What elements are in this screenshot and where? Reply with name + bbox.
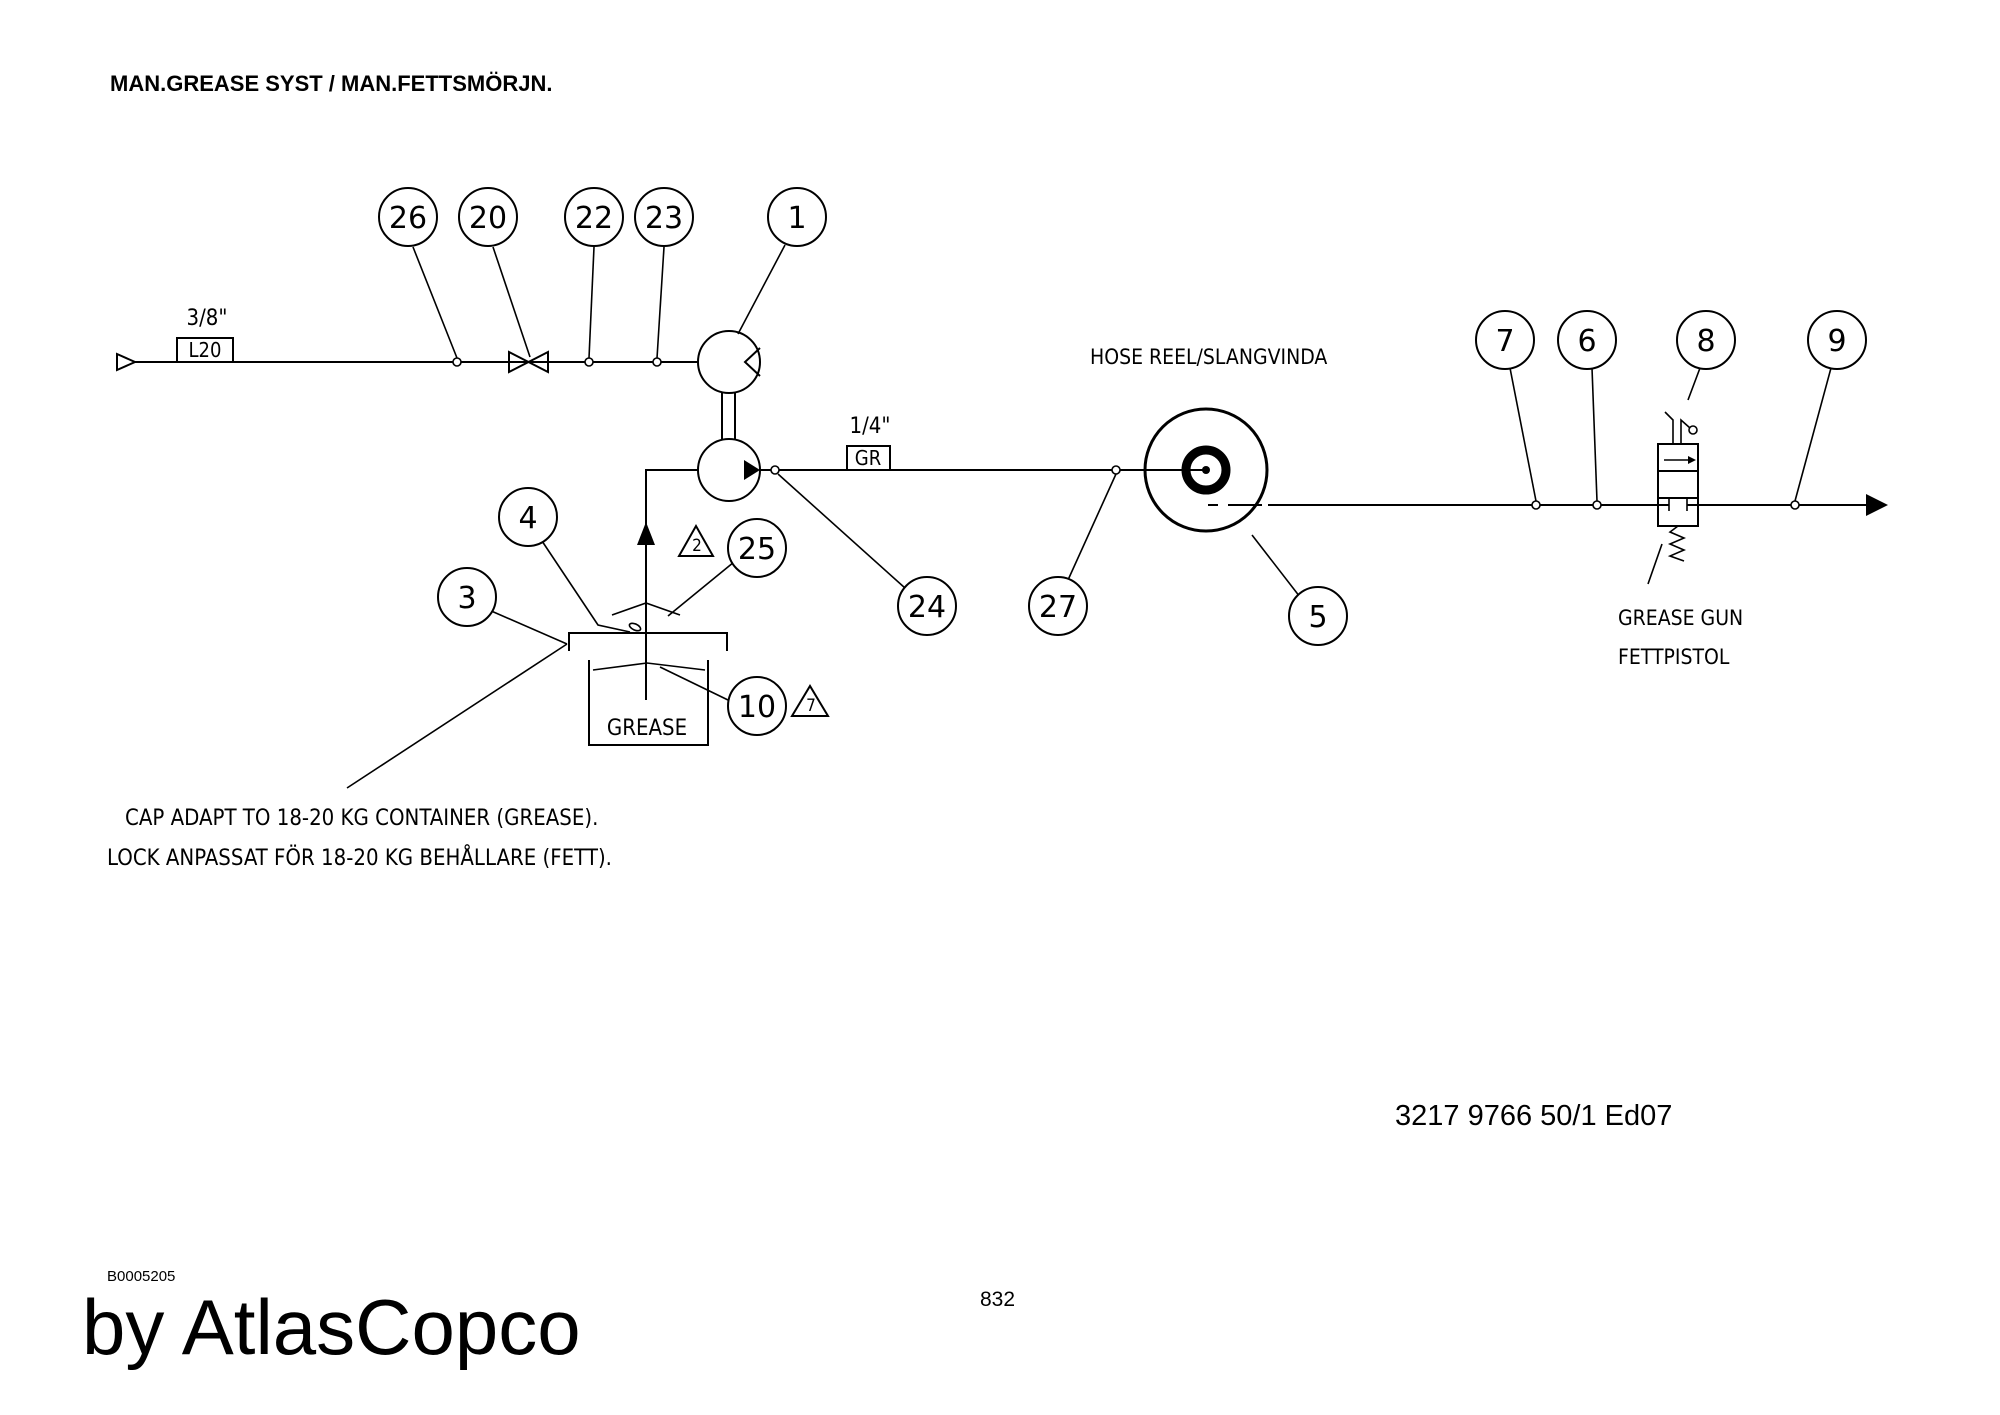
fitting-9 (1790, 500, 1800, 510)
hose-line (1268, 494, 1888, 516)
balloon-20: 20 (458, 187, 518, 247)
fitting-24 (770, 465, 780, 475)
balloon-1: 1 (767, 187, 827, 247)
balloon-3: 3 (437, 567, 497, 627)
grease-gun-label-sv: FETTPISTOL (1618, 645, 1730, 669)
balloon-4: 4 (498, 487, 558, 547)
valve-icon (508, 350, 549, 374)
svg-text:22: 22 (575, 201, 613, 236)
leader-lines (346, 244, 1832, 789)
reel-drum-icon (1143, 407, 1269, 533)
grease-gun-valve-icon (1657, 443, 1699, 527)
svg-text:10: 10 (738, 690, 776, 725)
balloon-10: 10 (727, 676, 787, 736)
pump-unit (697, 330, 761, 502)
balloon-9: 9 (1807, 310, 1867, 370)
brand-footer: by AtlasCopco (82, 1283, 581, 1371)
svg-text:20: 20 (469, 201, 507, 236)
fitting-26 (452, 357, 462, 367)
container-cap (568, 632, 728, 651)
svg-text:26: 26 (389, 201, 427, 236)
revision-flag-7: 7 (790, 684, 830, 717)
inlet-tag-box (176, 337, 234, 363)
inlet-triangle-icon (116, 352, 138, 372)
spring-icon (1667, 525, 1687, 562)
outlet-size: 1/4" (850, 414, 891, 439)
hose-reel: HOSE REEL/SLANGVINDA (1090, 345, 1327, 533)
inlet-line: L20 3/8" (116, 306, 698, 374)
balloon-5: 5 (1288, 586, 1348, 646)
image-code: B0005205 (107, 1268, 175, 1285)
inlet-tag: L20 (189, 338, 222, 362)
page-number: 832 (980, 1288, 1015, 1311)
flow-arrow-icon (637, 522, 655, 545)
note-line-sv: LOCK ANPASSAT FÖR 18-20 KG BEHÅLLARE (FE… (107, 844, 612, 871)
container-assembly: GREASE (568, 469, 728, 746)
air-motor-icon (697, 330, 761, 394)
fitting-6 (1592, 500, 1602, 510)
svg-text:24: 24 (908, 590, 946, 625)
svg-text:1: 1 (787, 201, 806, 236)
hose-reel-label: HOSE REEL/SLANGVINDA (1090, 345, 1327, 369)
svg-text:4: 4 (518, 501, 537, 536)
svg-text:7: 7 (806, 696, 816, 716)
balloon-27: 27 (1028, 576, 1088, 636)
svg-text:7: 7 (1495, 324, 1514, 359)
fitting-7 (1531, 500, 1541, 510)
fitting-27 (1111, 465, 1121, 475)
balloon-25: 25 (727, 518, 787, 578)
svg-text:3: 3 (457, 581, 476, 616)
follower-plate (592, 662, 706, 671)
grease-gun-label: GREASE GUN (1618, 606, 1743, 630)
svg-text:5: 5 (1308, 600, 1327, 635)
outlet-line: GR 1/4" (760, 414, 1206, 475)
page-title: MAN.GREASE SYST / MAN.FETTSMÖRJN. (110, 71, 552, 96)
svg-text:6: 6 (1577, 324, 1596, 359)
balloon-7: 7 (1475, 310, 1535, 370)
document-number: 3217 9766 50/1 Ed07 (1395, 1100, 1672, 1132)
svg-text:9: 9 (1827, 324, 1846, 359)
svg-text:27: 27 (1039, 590, 1077, 625)
balloon-26: 26 (378, 187, 438, 247)
outlet-arrow-icon (1866, 494, 1888, 516)
fitting-23 (652, 357, 662, 367)
balloon-8: 8 (1676, 310, 1736, 370)
note-line-en: CAP ADAPT TO 18-20 KG CONTAINER (GREASE)… (125, 806, 598, 831)
svg-text:23: 23 (645, 201, 683, 236)
revision-flag-2: 2 (677, 523, 715, 557)
fitting-22 (584, 357, 594, 367)
inlet-size: 3/8" (187, 306, 228, 331)
svg-text:8: 8 (1696, 324, 1715, 359)
grease-gun: GREASE GUN FETTPISTOL (1618, 411, 1743, 669)
balloon-24: 24 (897, 576, 957, 636)
svg-text:2: 2 (692, 536, 702, 556)
cap-symbol (611, 602, 681, 616)
balloon-22: 22 (564, 187, 624, 247)
balloon-23: 23 (634, 187, 694, 247)
svg-text:25: 25 (738, 532, 776, 567)
grease-container (588, 660, 709, 746)
outlet-tag: GR (855, 446, 881, 470)
balloon-6: 6 (1557, 310, 1617, 370)
outlet-tag-box (846, 445, 891, 471)
container-label: GREASE (607, 716, 687, 741)
pump-arrow-icon (744, 460, 760, 480)
